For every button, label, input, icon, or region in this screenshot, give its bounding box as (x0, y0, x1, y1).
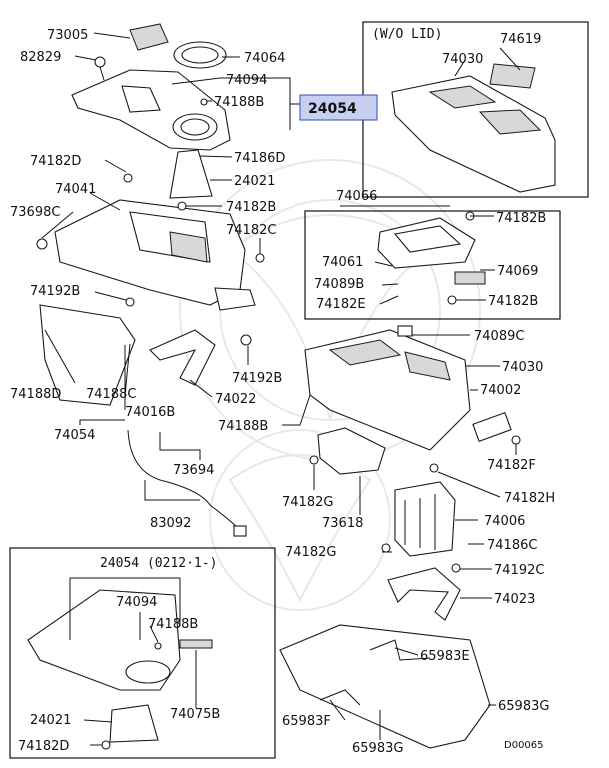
part-label-74188b[interactable]: 74188B (214, 95, 264, 110)
part-label-74066[interactable]: 74066 (336, 189, 377, 204)
part-labels: 73005 82829 74064 74094 74188B 74182D 74… (10, 28, 555, 756)
part-label-74089b[interactable]: 74089B (314, 277, 364, 292)
part-label-74188b[interactable]: 74188B (218, 419, 268, 434)
lid-assembly-frame (304, 210, 561, 320)
part-label-74182c[interactable]: 74182C (226, 223, 276, 238)
part-label-74030[interactable]: 74030 (442, 52, 483, 67)
part-label-74002[interactable]: 74002 (480, 383, 521, 398)
part-label-82829[interactable]: 82829 (20, 50, 61, 65)
highlight-box (299, 94, 378, 121)
part-label-74075b[interactable]: 74075B (170, 707, 220, 722)
part-label-74069[interactable]: 74069 (497, 264, 538, 279)
screw-82829-drawing (94, 56, 106, 81)
variant-boot-drawing (109, 704, 159, 743)
shift-boot-drawing (169, 149, 213, 199)
part-label-73698c[interactable]: 73698C (10, 205, 60, 220)
part-label-74182e[interactable]: 74182E (316, 297, 366, 312)
side-panel-drawing (39, 304, 136, 406)
cup-holder-drawing (317, 427, 386, 475)
part-label-74186d[interactable]: 74186D (234, 151, 285, 166)
part-label-65983g[interactable]: 65983G (352, 741, 403, 756)
part-label-74188b[interactable]: 74188B (148, 617, 198, 632)
part-label-74064[interactable]: 74064 (244, 51, 285, 66)
part-label-74182b[interactable]: 74182B (488, 294, 538, 309)
shift-bezel-drawing (71, 69, 231, 151)
variant-bezel-drawing (27, 589, 213, 691)
part-label-74023[interactable]: 74023 (494, 592, 535, 607)
part-label-74182d[interactable]: 74182D (30, 154, 81, 169)
part-label-73005[interactable]: 73005 (47, 28, 88, 43)
part-label-74089c[interactable]: 74089C (474, 329, 524, 344)
part-label-74094[interactable]: 74094 (116, 595, 157, 610)
part-label-65983f[interactable]: 65983F (282, 714, 331, 729)
wire-harness-drawing (127, 429, 241, 531)
part-label-65983g[interactable]: 65983G (498, 699, 549, 714)
variant-title: 24054 (0212·1-) (100, 556, 217, 571)
storage-box-drawing (394, 481, 456, 557)
part-label-24021[interactable]: 24021 (30, 713, 71, 728)
harness-connector (233, 525, 247, 537)
part-label-74030[interactable]: 74030 (502, 360, 543, 375)
rear-panel-drawing (279, 624, 491, 749)
part-label-74041[interactable]: 74041 (55, 182, 96, 197)
part-label-74022[interactable]: 74022 (215, 392, 256, 407)
console-body-drawing (54, 199, 256, 311)
variant-frame (9, 547, 276, 759)
part-label-74061[interactable]: 74061 (322, 255, 363, 270)
part-label-74182b[interactable]: 74182B (226, 200, 276, 215)
console-lower-drawing (304, 325, 471, 451)
part-label-74192c[interactable]: 74192C (494, 563, 544, 578)
part-label-74006[interactable]: 74006 (484, 514, 525, 529)
part-label-74182g[interactable]: 74182G (285, 545, 336, 560)
part-label-74619[interactable]: 74619 (500, 32, 541, 47)
part-label-74192b[interactable]: 74192B (232, 371, 282, 386)
part-label-74054[interactable]: 74054 (54, 428, 95, 443)
diagram-code: D00065 (504, 740, 544, 751)
cap-74002-drawing (472, 412, 512, 442)
part-label-24021[interactable]: 24021 (234, 174, 275, 189)
part-label-74188c[interactable]: 74188C (86, 387, 136, 402)
part-label-24054-highlighted[interactable]: 24054 (308, 101, 357, 117)
part-label-65983e[interactable]: 65983E (420, 649, 470, 664)
part-label-73694[interactable]: 73694 (173, 463, 214, 478)
part-label-74186c[interactable]: 74186C (487, 538, 537, 553)
boot-ring-drawing (173, 41, 227, 69)
part-label-74182f[interactable]: 74182F (487, 458, 536, 473)
wo-lid-title: (W/O LID) (372, 27, 442, 42)
part-label-74016b[interactable]: 74016B (125, 405, 175, 420)
bracket-74022-drawing (149, 329, 216, 386)
part-label-74182g[interactable]: 74182G (282, 495, 333, 510)
leader-lines (41, 32, 521, 746)
lid-drawing (377, 217, 486, 285)
part-label-74094[interactable]: 74094 (226, 73, 267, 88)
console-wo-lid-drawing (391, 63, 556, 193)
part-label-74182b[interactable]: 74182B (496, 211, 546, 226)
bracket-74023-drawing (387, 567, 461, 621)
part-label-73618[interactable]: 73618 (322, 516, 363, 531)
part-label-74192b[interactable]: 74192B (30, 284, 80, 299)
part-label-74182d[interactable]: 74182D (18, 739, 69, 754)
part-label-74188d[interactable]: 74188D (10, 387, 61, 402)
part-label-74182h[interactable]: 74182H (504, 491, 555, 506)
clip-73005-drawing (129, 23, 169, 51)
part-label-83092[interactable]: 83092 (150, 516, 191, 531)
